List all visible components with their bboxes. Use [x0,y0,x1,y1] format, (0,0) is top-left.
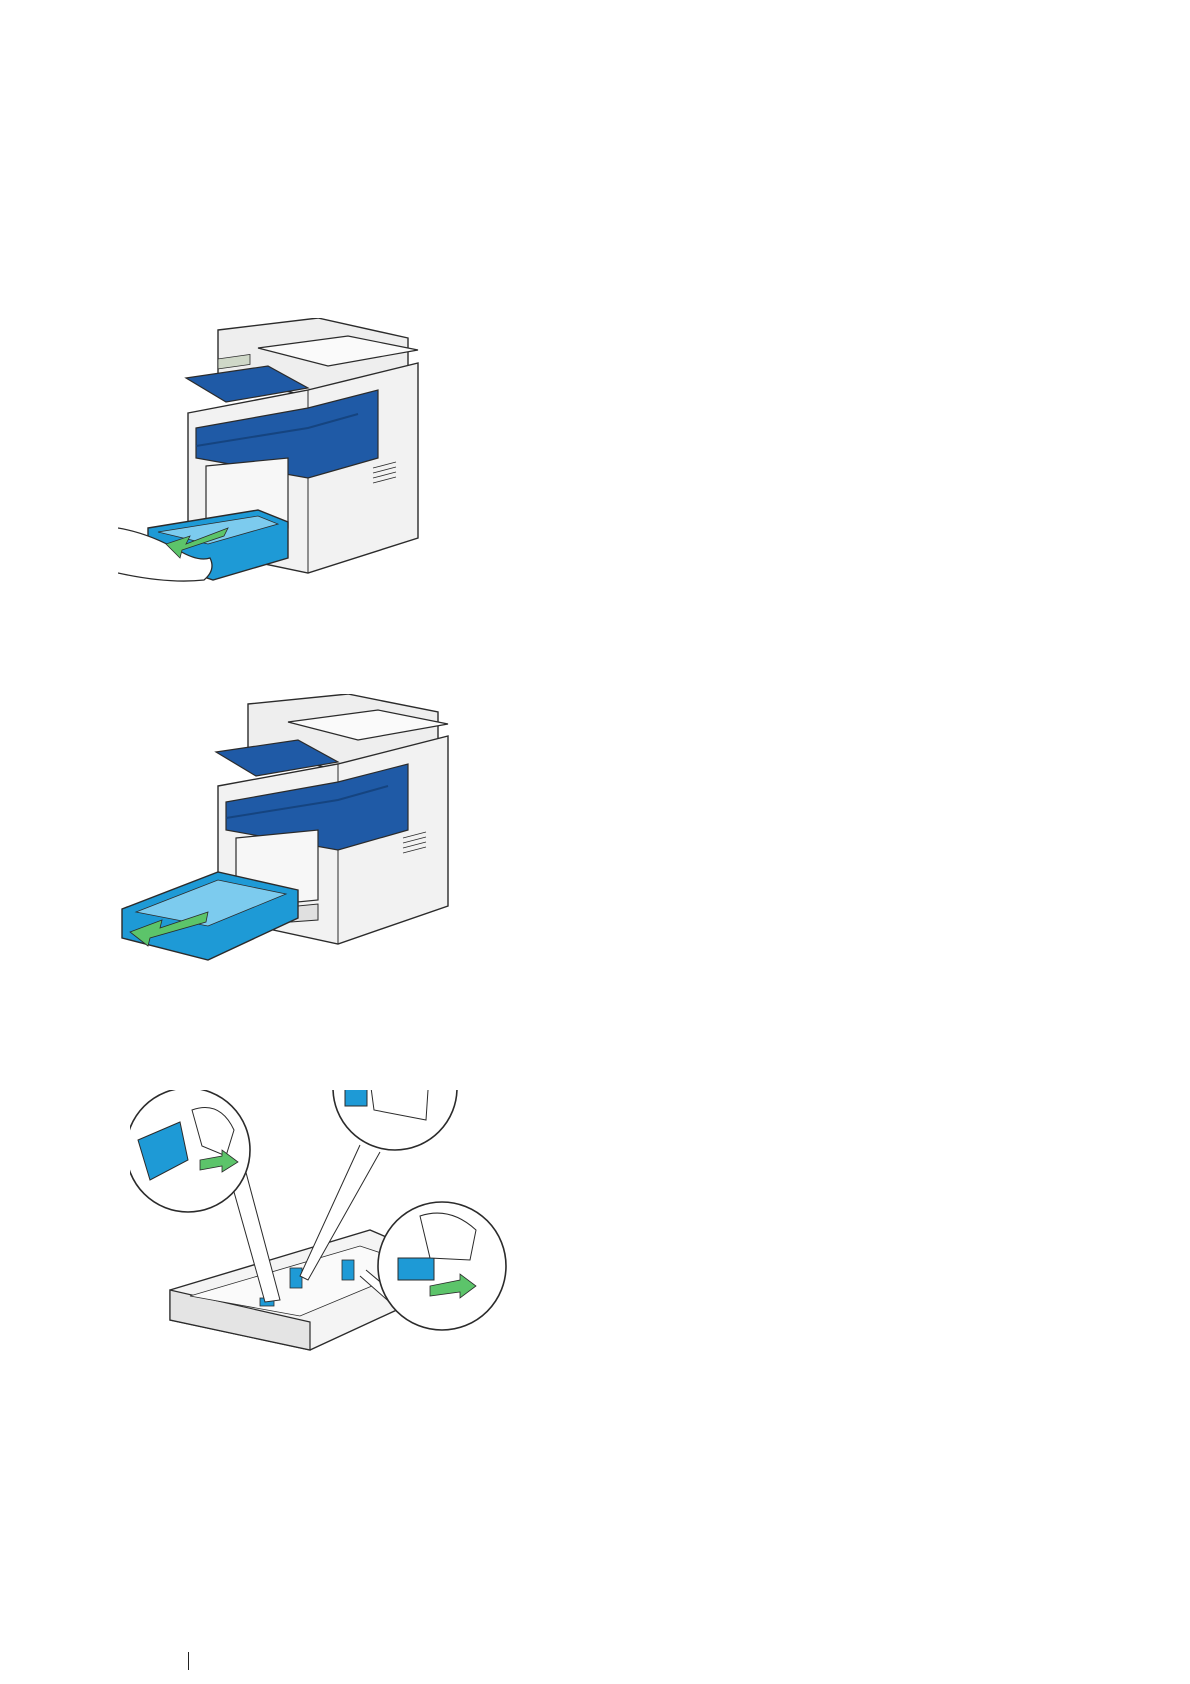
tray-guides-illustration [130,1090,550,1440]
figure-remove-tray-1 [118,318,458,638]
page-footer-rule [188,1652,189,1670]
printer-illustration-1 [118,318,458,638]
printer-illustration-2 [118,694,490,1036]
figure-remove-tray-2 [118,694,490,1036]
figure-adjust-guides [130,1090,550,1440]
